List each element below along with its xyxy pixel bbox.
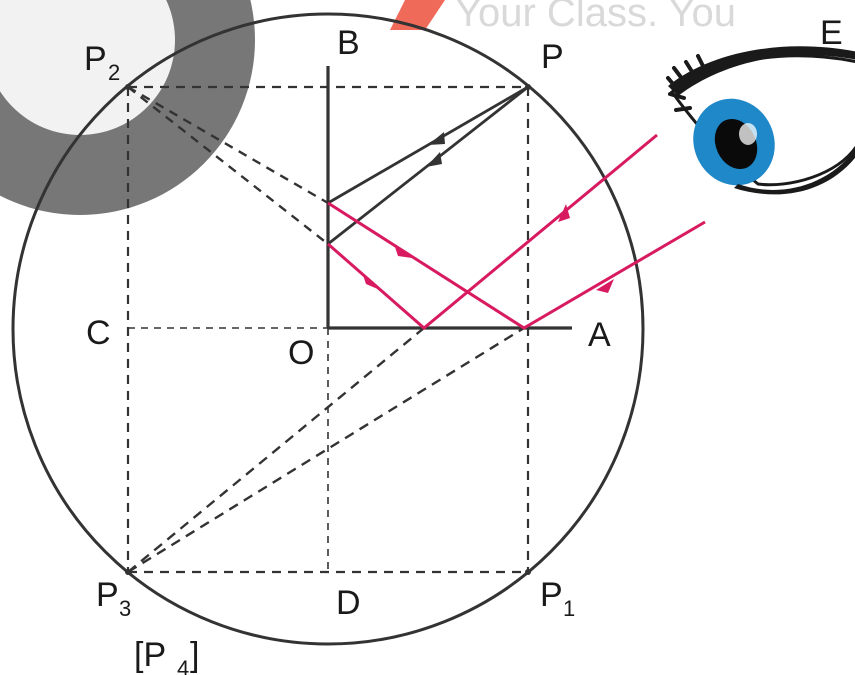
- dashed-to-P3: [128, 328, 524, 572]
- label-P4: [P 4 ]: [134, 636, 199, 675]
- label-O: O: [288, 334, 314, 372]
- svg-text:P: P: [84, 40, 107, 78]
- svg-text:[P: [P: [134, 636, 166, 674]
- label-P: P: [541, 38, 564, 76]
- reflected-rays: [328, 135, 705, 328]
- svg-text:2: 2: [108, 60, 120, 85]
- svg-text:P: P: [96, 576, 119, 614]
- svg-text:P: P: [540, 576, 563, 614]
- label-D: D: [336, 584, 361, 622]
- watermark-text: Your Class. You: [455, 0, 736, 35]
- label-P3: P 3: [96, 576, 131, 621]
- label-E: E: [820, 14, 843, 52]
- svg-text:]: ]: [190, 636, 199, 674]
- label-C: C: [86, 314, 111, 352]
- incident-arrowheads: [426, 132, 445, 167]
- eye-icon: [668, 46, 855, 198]
- label-B: B: [337, 24, 360, 62]
- svg-text:1: 1: [563, 596, 575, 621]
- label-A: A: [588, 316, 611, 354]
- svg-text:4: 4: [177, 656, 189, 675]
- svg-text:3: 3: [119, 596, 131, 621]
- label-P1: P 1: [540, 576, 575, 621]
